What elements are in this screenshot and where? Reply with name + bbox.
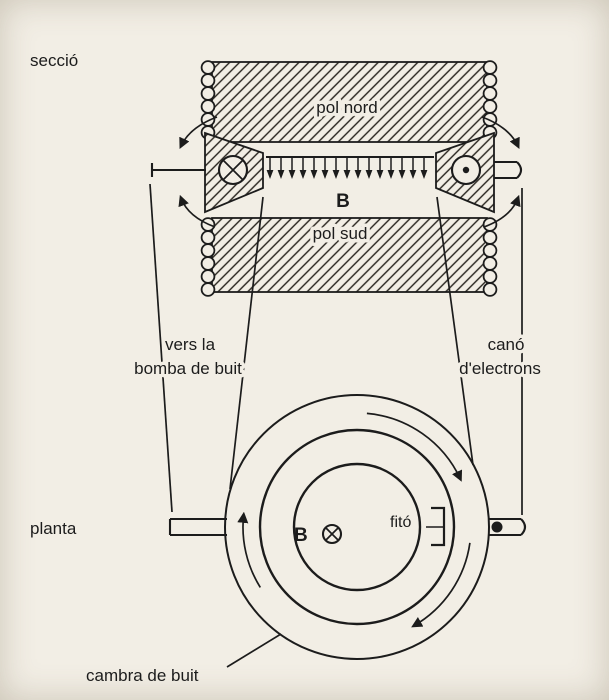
coil-turn: [200, 73, 216, 88]
vacuum-pump-stem: [150, 163, 206, 177]
coil-turn: [200, 282, 216, 297]
coil-turn: [200, 60, 216, 75]
vacuum-tube-cross-section-right: [435, 131, 495, 214]
gun-label-line1: canó: [488, 335, 525, 354]
pump-label-line2: bomba de buit: [134, 359, 242, 378]
electron-gun-stem: [494, 160, 523, 180]
coil-turn: [482, 86, 498, 101]
section-view: [150, 60, 523, 297]
orbit-arrow: [366, 412, 463, 482]
orbit-arrow: [237, 511, 262, 588]
chamber-inner-wall: [258, 428, 456, 626]
coil-turn: [482, 243, 498, 258]
coil-turn: [482, 99, 498, 114]
gun-label-line2: d'electrons: [459, 359, 541, 378]
pump-label-line1: vers la: [165, 335, 216, 354]
fringe-arrow: [178, 194, 216, 228]
plan-view: [168, 394, 527, 668]
electron-gun-port: [488, 517, 527, 537]
vacuum-pump-port: [168, 517, 227, 537]
south-pole-label: pol sud: [313, 224, 368, 243]
coil-turn: [482, 73, 498, 88]
chamber-label: cambra de buit: [86, 666, 199, 685]
coil-turn: [200, 230, 216, 245]
coil-turn: [200, 256, 216, 271]
coil-windings-bottom-left: [200, 217, 216, 297]
orbit-arrow: [411, 542, 471, 628]
electron-into-page-icon: [222, 159, 244, 181]
flux-fringe-arrows: [178, 116, 521, 228]
electron-gun-dot: [491, 521, 503, 533]
fringe-arrow: [481, 116, 520, 149]
coil-turn: [200, 269, 216, 284]
north-pole-label: pol nord: [316, 98, 377, 117]
field-arrow-heads: [266, 170, 428, 179]
coil-turn: [482, 282, 498, 297]
coil-turn: [200, 99, 216, 114]
coil-turn: [482, 269, 498, 284]
fringe-arrow: [179, 116, 218, 149]
projection-line-right-inner: [436, 196, 474, 466]
north-pole-block: [211, 61, 488, 143]
projection-line-left-inner: [229, 196, 264, 490]
field-label-section: B: [336, 191, 350, 212]
target-label: fitó: [390, 514, 411, 531]
coil-turn: [482, 256, 498, 271]
projection-lines: [149, 183, 523, 515]
electron-out-of-page-icon: [462, 166, 470, 174]
coil-turn: [200, 86, 216, 101]
target-marker: [426, 506, 446, 547]
field-label-plan: B: [294, 525, 308, 546]
chamber-label-pointer: [226, 633, 282, 668]
coil-turn: [482, 230, 498, 245]
coil-windings-bottom-right: [482, 217, 498, 297]
coil-turn: [482, 60, 498, 75]
labels: secció pol nord pol sud B vers la bomba …: [30, 51, 544, 685]
center-pole-circle: [292, 462, 422, 592]
plan-view-label: planta: [30, 519, 77, 538]
field-arrow-shafts: [269, 157, 425, 171]
vacuum-tube-cross-section-left: [204, 131, 264, 214]
coil-turn: [200, 243, 216, 258]
field-into-page-icon: [321, 523, 343, 545]
electron-orbit-arrows: [237, 412, 471, 628]
projection-line-left-outer: [149, 183, 173, 513]
chamber-outer-wall: [224, 394, 490, 660]
section-view-label: secció: [30, 51, 78, 70]
magnetic-field-arrow-band: [266, 155, 434, 179]
fringe-arrow: [483, 194, 521, 228]
